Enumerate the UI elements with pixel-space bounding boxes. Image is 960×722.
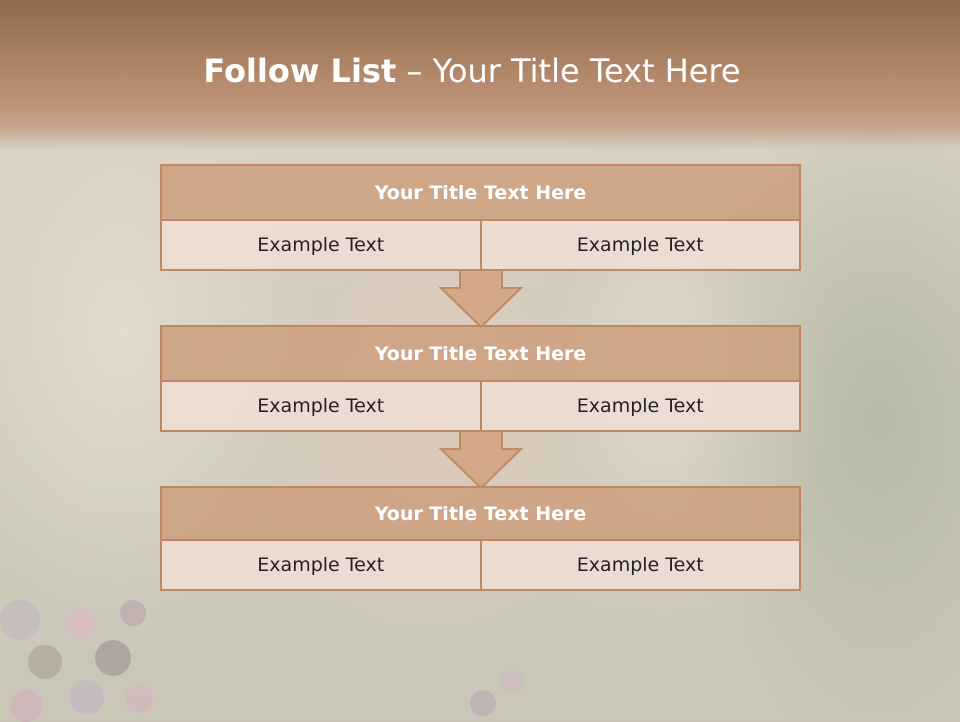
down-arrow-icon (439, 270, 523, 328)
flow-cell-right: Example Text (479, 382, 801, 432)
flow-cell-left: Example Text (160, 221, 482, 271)
slide-title-rest: – Your Title Text Here (396, 52, 741, 90)
flow-cell-left: Example Text (160, 541, 482, 591)
flow-block-row: Example Text Example Text (160, 221, 801, 271)
flow-cell-right: Example Text (479, 221, 801, 271)
flow-cell-left: Example Text (160, 382, 482, 432)
slide-title: Follow List – Your Title Text Here (0, 52, 944, 90)
flow-block-3: Your Title Text Here Example Text Exampl… (160, 486, 801, 591)
background-dot (470, 690, 496, 716)
background-dot (10, 690, 42, 722)
flow-block-title: Your Title Text Here (160, 486, 801, 541)
background-dot (28, 645, 62, 679)
background-dot (120, 600, 146, 626)
background-dot (0, 600, 40, 640)
flow-block-1: Your Title Text Here Example Text Exampl… (160, 164, 801, 271)
flow-block-2: Your Title Text Here Example Text Exampl… (160, 325, 801, 432)
header-band (0, 0, 960, 150)
background-dot (500, 670, 524, 694)
background-dot (70, 680, 104, 714)
background-dot (125, 685, 153, 713)
background-dot (66, 608, 96, 638)
flow-block-title: Your Title Text Here (160, 164, 801, 221)
slide-title-bold: Follow List (203, 52, 397, 90)
down-arrow-icon (439, 431, 523, 489)
background-dot (95, 640, 131, 676)
flow-cell-right: Example Text (479, 541, 801, 591)
flow-block-row: Example Text Example Text (160, 382, 801, 432)
flow-block-row: Example Text Example Text (160, 541, 801, 591)
flow-block-title: Your Title Text Here (160, 325, 801, 382)
